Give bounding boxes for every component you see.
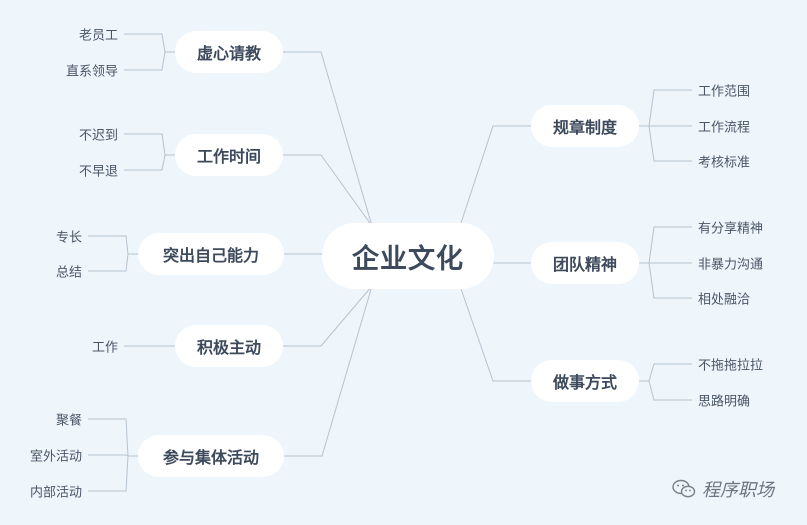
watermark-text: 程序职场 [702, 480, 774, 501]
connector-zuoshi [459, 285, 531, 382]
watermark: 程序职场 [672, 476, 774, 502]
leaf-connector-gongzuo-0 [124, 133, 175, 156]
leaf-connector-zuoshi-1 [639, 380, 692, 401]
branch-xuxin[interactable]: 虚心请教 [175, 31, 283, 73]
leaf-tuchu-0[interactable]: 专长 [55, 230, 82, 246]
wechat-icon [672, 479, 696, 498]
connector-xuxin [283, 51, 373, 227]
leaf-connector-tuchu-0 [88, 235, 138, 255]
connector-guizhang [459, 125, 531, 227]
leaf-connector-guizhang-2 [639, 125, 692, 162]
leaf-xuxin-1[interactable]: 直系领导 [65, 64, 118, 80]
connector-gongzuo [283, 154, 373, 227]
leaf-tuandui-1[interactable]: 非暴力沟通 [698, 257, 764, 273]
leaf-zuoshi-1[interactable]: 思路明确 [698, 394, 751, 410]
branch-jiji[interactable]: 积极主动 [175, 325, 283, 367]
branch-tuchu[interactable]: 突出自己能力 [138, 233, 284, 275]
central-topic[interactable]: 企业文化 [322, 223, 494, 289]
leaf-gongzuo-1[interactable]: 不早退 [78, 164, 118, 180]
leaf-tuchu-1[interactable]: 总结 [55, 265, 82, 281]
leaf-connector-xuxin-0 [124, 33, 175, 53]
leaf-connector-canyu-0 [88, 418, 138, 457]
leaf-connector-canyu-2 [88, 455, 138, 492]
branch-tuandui[interactable]: 团队精神 [531, 242, 639, 284]
leaf-jiji-0[interactable]: 工作 [91, 340, 118, 356]
leaf-guizhang-0[interactable]: 工作范围 [698, 84, 751, 100]
leaf-connector-tuandui-0 [639, 226, 692, 264]
branch-canyu[interactable]: 参与集体活动 [138, 435, 284, 477]
leaf-connector-tuandui-2 [639, 262, 692, 299]
leaf-gongzuo-0[interactable]: 不迟到 [78, 128, 118, 144]
leaf-connector-tuchu-1 [88, 253, 138, 272]
leaf-connector-guizhang-0 [639, 89, 692, 127]
leaf-connector-xuxin-1 [124, 51, 175, 71]
leaf-canyu-2[interactable]: 内部活动 [29, 485, 82, 501]
leaf-canyu-1[interactable]: 室外活动 [29, 449, 82, 465]
leaf-xuxin-0[interactable]: 老员工 [78, 28, 118, 44]
leaf-tuandui-0[interactable]: 有分享精神 [698, 221, 764, 237]
leaf-canyu-0[interactable]: 聚餐 [55, 413, 82, 429]
branch-guizhang[interactable]: 规章制度 [531, 105, 639, 147]
connector-jiji [283, 285, 373, 347]
leaf-connector-gongzuo-1 [124, 154, 175, 171]
leaf-tuandui-2[interactable]: 相处融洽 [698, 292, 751, 308]
leaf-zuoshi-0[interactable]: 不拖拖拉拉 [698, 358, 764, 374]
leaf-connector-zuoshi-0 [639, 363, 692, 382]
connector-canyu [284, 285, 373, 457]
branch-zuoshi[interactable]: 做事方式 [531, 360, 639, 402]
branch-gongzuo[interactable]: 工作时间 [175, 134, 283, 176]
leaf-guizhang-1[interactable]: 工作流程 [698, 120, 751, 136]
leaf-guizhang-2[interactable]: 考核标准 [698, 155, 751, 171]
